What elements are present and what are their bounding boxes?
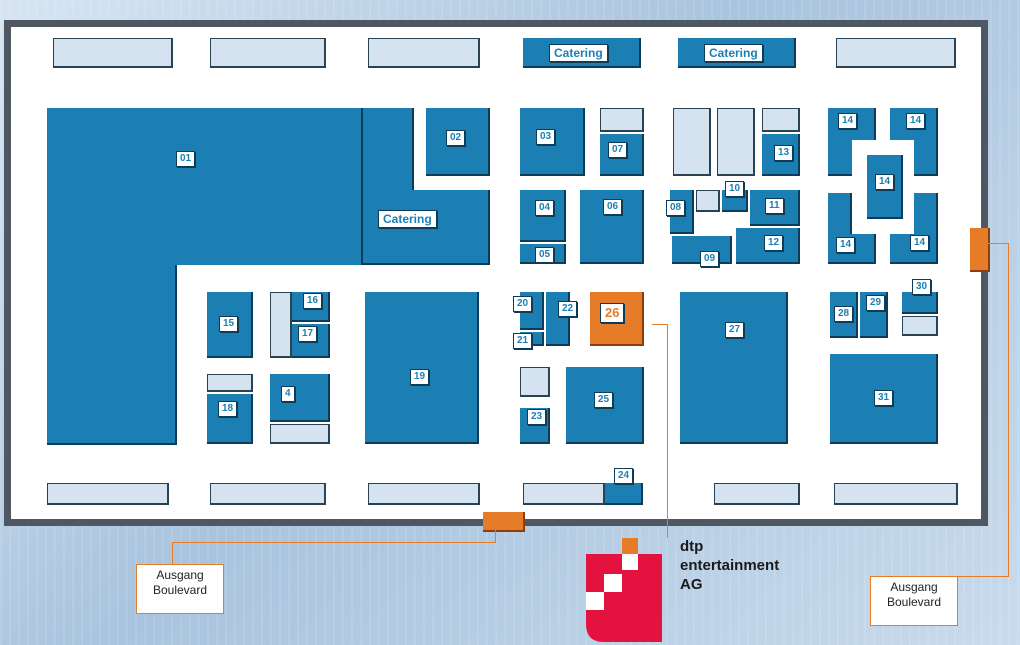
- booth-label-26: 26: [600, 303, 625, 323]
- booth-label-12: 12: [764, 235, 784, 251]
- booth-label-05: 05: [535, 247, 555, 263]
- logo-accent-square: [622, 538, 638, 554]
- booth-label-28: 28: [834, 306, 854, 322]
- stand-left-of-16[interactable]: [270, 292, 292, 358]
- booth-label-14c: 14: [875, 174, 895, 190]
- booth-label-18: 18: [218, 401, 238, 417]
- booth-27[interactable]: [680, 292, 788, 444]
- booth-label-11: 11: [765, 198, 784, 214]
- exit-label-left-line1: Ausgang: [156, 568, 204, 582]
- top-stand-2[interactable]: [210, 38, 326, 68]
- stand-above-07[interactable]: [600, 108, 644, 132]
- booth-4[interactable]: [270, 374, 330, 422]
- logo-text: dtp entertainment AG: [680, 537, 779, 594]
- logo-line-3: AG: [680, 576, 703, 593]
- booth-label-22: 22: [558, 301, 578, 317]
- booth-label-04: 04: [535, 200, 555, 216]
- bottom-stand-5[interactable]: [714, 483, 800, 505]
- logo-line-2: entertainment: [680, 557, 780, 574]
- bottom-stand-6[interactable]: [834, 483, 958, 505]
- booth-label-14a: 14: [838, 113, 858, 129]
- booth-label-29: 29: [866, 295, 886, 311]
- bottom-stand-4[interactable]: [523, 483, 605, 505]
- booth-label-4: 4: [281, 386, 295, 402]
- leader-line-right-v: [1008, 243, 1009, 576]
- booth-label-15: 15: [219, 316, 239, 332]
- booth-01-upper[interactable]: [47, 108, 363, 265]
- booth-04[interactable]: [520, 190, 566, 242]
- bottom-stand-1[interactable]: [47, 483, 169, 505]
- logo-white-step-2: [604, 574, 622, 592]
- stand-above-23[interactable]: [520, 367, 550, 397]
- booth-label-07: 07: [608, 142, 628, 158]
- booth-label-14d: 14: [836, 237, 856, 253]
- leader-line-left-v2: [172, 542, 173, 564]
- booth-label-27: 27: [725, 322, 745, 338]
- exit-label-left-line2: Boulevard: [152, 583, 208, 597]
- stand-near-10[interactable]: [696, 190, 720, 212]
- exit-label-right-line1: Ausgang: [890, 580, 938, 594]
- stand-above-13[interactable]: [762, 108, 800, 132]
- catering-area-2[interactable]: Catering: [678, 38, 796, 68]
- leader-line-right-h: [988, 243, 1008, 244]
- logo-white-step-1: [622, 554, 638, 570]
- booth-01-lower[interactable]: [47, 265, 177, 445]
- exit-door-right[interactable]: [970, 228, 990, 272]
- booth-label-08: 08: [666, 200, 686, 216]
- exit-label-right: Ausgang Boulevard: [870, 576, 958, 626]
- exit-door-bottom[interactable]: [483, 512, 525, 532]
- catering-label-1: Catering: [549, 44, 608, 62]
- top-stand-6[interactable]: [836, 38, 956, 68]
- booth-label-02: 02: [446, 130, 466, 146]
- booth-label-17: 17: [298, 326, 318, 342]
- booth-label-14b: 14: [906, 113, 926, 129]
- booth-label-10: 10: [725, 181, 745, 197]
- booth-label-23: 23: [527, 409, 547, 425]
- leader-line-logo-v: [667, 324, 668, 538]
- exit-label-left: Ausgang Boulevard: [136, 564, 224, 614]
- stand-tall-2[interactable]: [717, 108, 755, 176]
- booth-label-19: 19: [410, 369, 430, 385]
- top-stand-1[interactable]: [53, 38, 173, 68]
- top-stand-3[interactable]: [368, 38, 480, 68]
- stand-below-4[interactable]: [270, 424, 330, 444]
- leader-line-left-v: [495, 530, 496, 542]
- leader-line-right-h2: [916, 576, 1009, 577]
- booth-label-16: 16: [303, 293, 323, 309]
- catering-label-3: Catering: [378, 210, 437, 228]
- leader-line-logo-h: [652, 324, 668, 325]
- booth-label-30: 30: [912, 279, 932, 295]
- booth-label-14e: 14: [910, 235, 930, 251]
- leader-line-left-h: [172, 542, 496, 543]
- stand-above-18[interactable]: [207, 374, 253, 392]
- stand-below-30[interactable]: [902, 316, 938, 336]
- dtp-logo-mark: [586, 538, 662, 642]
- booth-label-25: 25: [594, 392, 614, 408]
- logo-line-1: dtp: [680, 538, 704, 555]
- booth-label-06: 06: [603, 199, 623, 215]
- catering-area-1[interactable]: Catering: [523, 38, 641, 68]
- exit-label-right-line2: Boulevard: [886, 595, 942, 609]
- booth-30[interactable]: [902, 292, 938, 314]
- stand-tall-1[interactable]: [673, 108, 711, 176]
- booth-label-13: 13: [774, 145, 794, 161]
- booth-24[interactable]: [605, 483, 643, 505]
- catering-label-2: Catering: [704, 44, 763, 62]
- booth-label-09: 09: [700, 251, 720, 267]
- booth-19[interactable]: [365, 292, 479, 444]
- bottom-stand-2[interactable]: [210, 483, 326, 505]
- logo-white-step-3: [586, 592, 604, 610]
- bottom-stand-3[interactable]: [368, 483, 480, 505]
- booth-label-24: 24: [614, 468, 634, 484]
- booth-label-01: 01: [176, 151, 196, 167]
- booth-label-20: 20: [513, 296, 533, 312]
- booth-label-03: 03: [536, 129, 556, 145]
- booth-label-31: 31: [874, 390, 894, 406]
- booth-label-21: 21: [513, 333, 533, 349]
